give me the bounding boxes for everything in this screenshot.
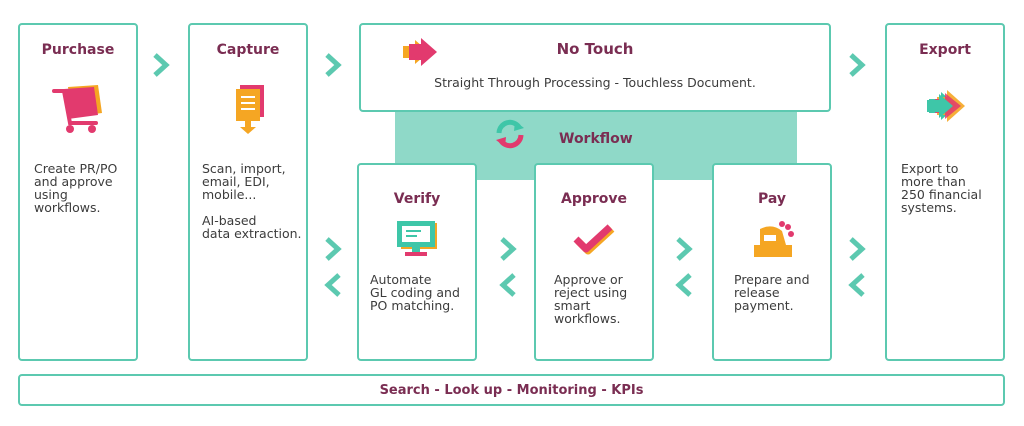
chevron-left-icon — [675, 273, 692, 297]
approve-box: Approve Approve or reject using smart wo… — [534, 163, 654, 361]
arrow-icon — [927, 90, 965, 122]
chevron-right-icon — [849, 53, 866, 77]
cart-icon — [52, 85, 102, 133]
purchase-title: Purchase — [41, 42, 115, 58]
cash-register-icon — [754, 221, 794, 257]
chevron-left-icon — [499, 273, 516, 297]
footer-bar: Search - Look up - Monitoring - KPIs — [18, 374, 1005, 406]
chevron-right-icon — [676, 237, 693, 261]
export-desc: Export to more than 250 financial system… — [901, 161, 982, 215]
capture-box: Capture Scan, import, email, EDI, mobile… — [188, 23, 308, 361]
pay-desc: Prepare and release payment. — [734, 272, 810, 313]
pay-title: Pay — [757, 191, 787, 207]
monitor-icon — [397, 221, 437, 256]
approve-desc: Approve or reject using smart workflows. — [554, 272, 628, 326]
approve-title: Approve — [560, 191, 628, 207]
checkmark-icon — [573, 224, 615, 255]
chevron-left-icon — [848, 273, 865, 297]
arrow-icon — [403, 38, 437, 66]
chevron-right-icon — [500, 237, 517, 261]
document-icon — [236, 85, 264, 134]
cycle-icon — [496, 119, 524, 149]
no-touch-title: No Touch — [556, 40, 634, 58]
chevron-right-icon — [325, 237, 342, 261]
chevron-right-icon — [325, 53, 342, 77]
capture-desc: Scan, import, email, EDI, mobile... AI-b… — [202, 161, 302, 241]
purchase-desc: Create PR/PO and approve using workflows… — [34, 161, 118, 215]
chevron-right-icon — [849, 237, 866, 261]
no-touch-box: No Touch Straight Through Processing - T… — [359, 23, 831, 112]
pay-box: Pay Prepare and release payment. — [712, 163, 832, 361]
verify-box: Verify Automate GL coding and PO matchin… — [357, 163, 477, 361]
no-touch-desc: Straight Through Processing - Touchless … — [434, 75, 756, 90]
chevron-left-icon — [324, 273, 341, 297]
purchase-box: Purchase Create PR/PO and approve using … — [18, 23, 138, 361]
verify-title: Verify — [393, 191, 441, 207]
export-box: Export Export to more than 250 financial… — [885, 23, 1005, 361]
footer-label: Search - Look up - Monitoring - KPIs — [379, 383, 644, 398]
verify-desc: Automate GL coding and PO matching. — [370, 272, 460, 313]
capture-title: Capture — [216, 42, 280, 58]
chevron-right-icon — [153, 53, 170, 77]
export-title: Export — [919, 42, 971, 58]
workflow-label: Workflow — [559, 131, 633, 147]
